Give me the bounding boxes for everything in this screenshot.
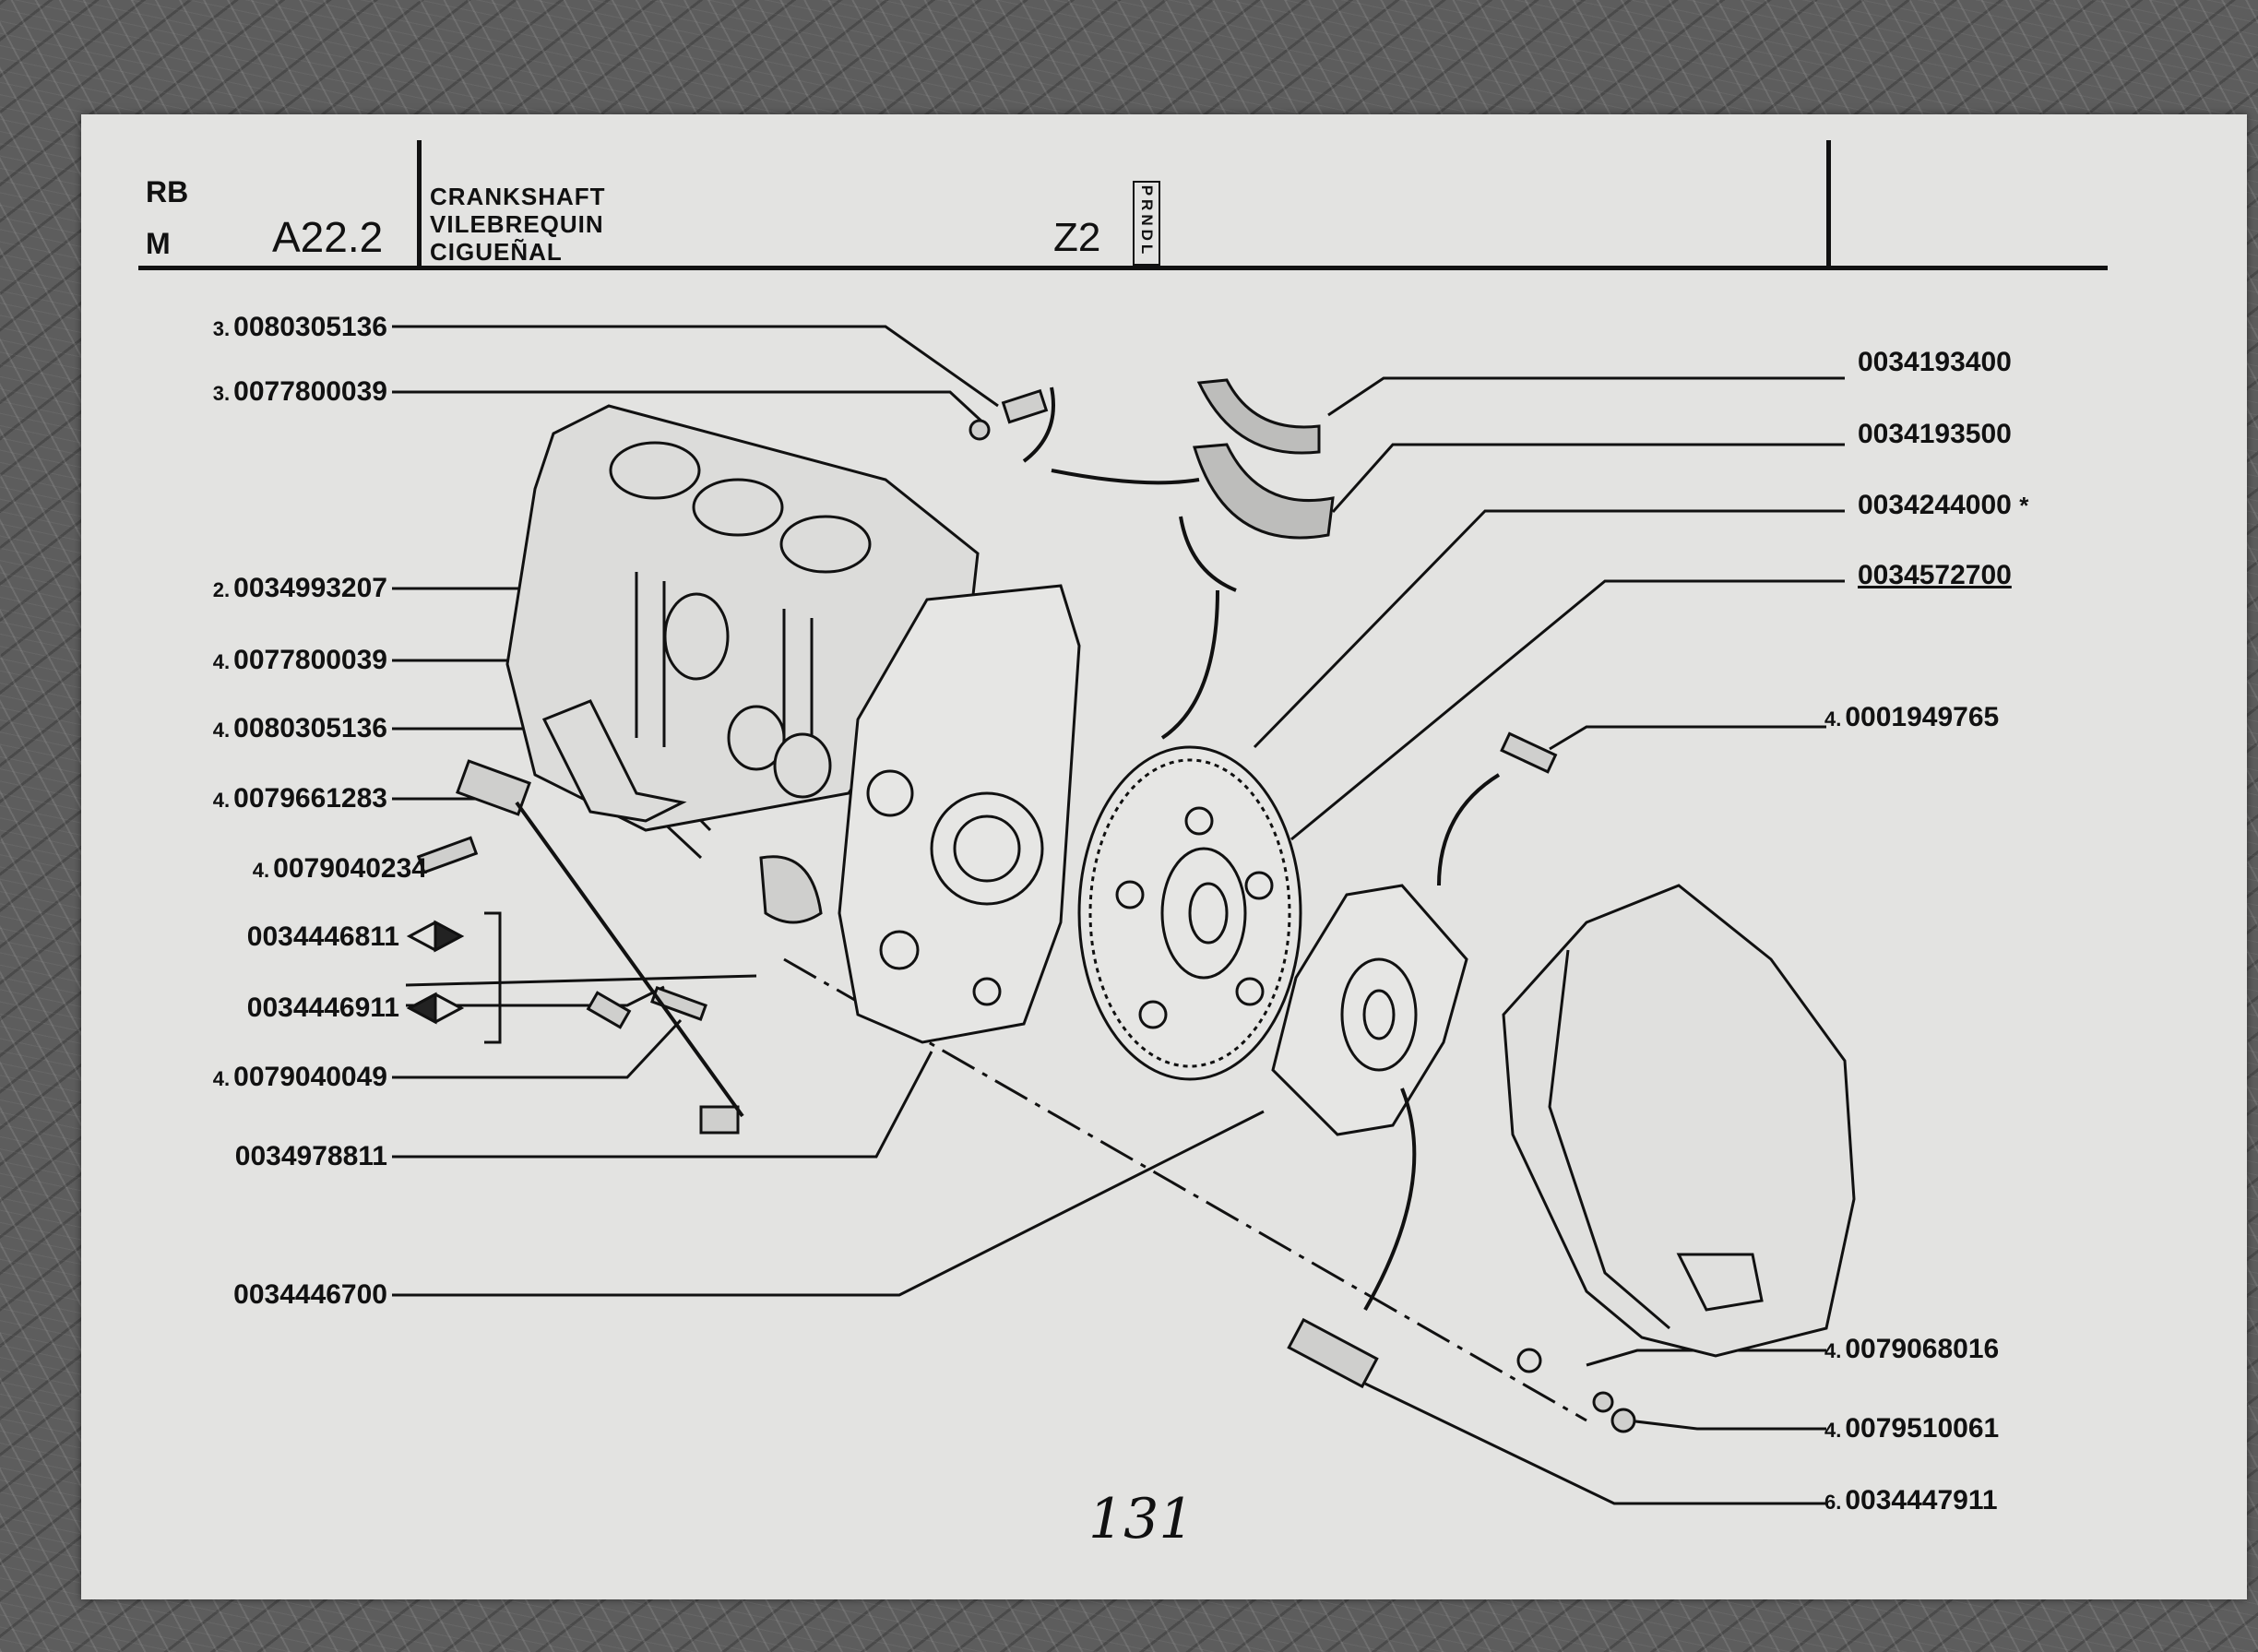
prndl-box: PRNDL [1133, 181, 1160, 266]
label-left-12: 0034446700 [233, 1279, 387, 1310]
label-right-3: 0034244000 * [1858, 490, 2029, 520]
adapter-plate [838, 584, 1081, 1044]
bearing-shells [1193, 378, 1335, 540]
label-left-9: 0034446911 [246, 992, 399, 1023]
header-rule [138, 266, 2108, 270]
label-right-4: 0034572700 [1858, 560, 2012, 590]
hardware [406, 388, 1636, 1433]
sensor-cable [515, 801, 744, 1118]
label-right-7: 4.0079510061 [1824, 1413, 2000, 1444]
header-divider-right [1826, 140, 1831, 269]
label-left-2: 3.0077800039 [212, 376, 387, 407]
label-left-1: 3.0080305136 [212, 312, 387, 342]
label-right-1: 0034193400 [1858, 347, 2012, 377]
label-left-6: 4.0079661283 [212, 783, 387, 814]
label-left-5: 4.0080305136 [212, 713, 387, 743]
label-left-8: 0034446811 [246, 921, 399, 952]
label-right-8: 6.0034447911 [1824, 1485, 1998, 1515]
label-left-7: 4.0079040234 [252, 853, 427, 884]
header-title-en: CRANKSHAFT [430, 183, 606, 210]
header-group: Z2 [1053, 215, 1101, 260]
flex-plate-arcs [1363, 773, 1501, 1311]
header-divider-left [417, 140, 422, 269]
header-rb: RB [146, 175, 189, 208]
label-left-3: 2.0034993207 [212, 573, 387, 603]
header-code: A22.2 [272, 213, 384, 261]
flex-plate [1271, 884, 1468, 1136]
page-number: 131 [1088, 1487, 1194, 1551]
transmission-housing [1502, 884, 1856, 1373]
label-left-11: 0034978811 [234, 1141, 387, 1171]
label-right-2: 0034193500 [1858, 419, 2012, 449]
header-title-es: CIGUEÑAL [430, 238, 563, 266]
header-title-fr: VILEBREQUIN [430, 210, 604, 238]
label-right-5: 4.0001949765 [1824, 702, 2000, 732]
label-right-6: 4.0079068016 [1824, 1334, 2000, 1364]
bearing-arcs [1022, 386, 1237, 740]
label-left-10: 4.0079040049 [212, 1062, 387, 1092]
flywheel [1077, 745, 1302, 1081]
header-m: M [146, 227, 171, 260]
label-left-4: 4.0077800039 [212, 645, 387, 675]
